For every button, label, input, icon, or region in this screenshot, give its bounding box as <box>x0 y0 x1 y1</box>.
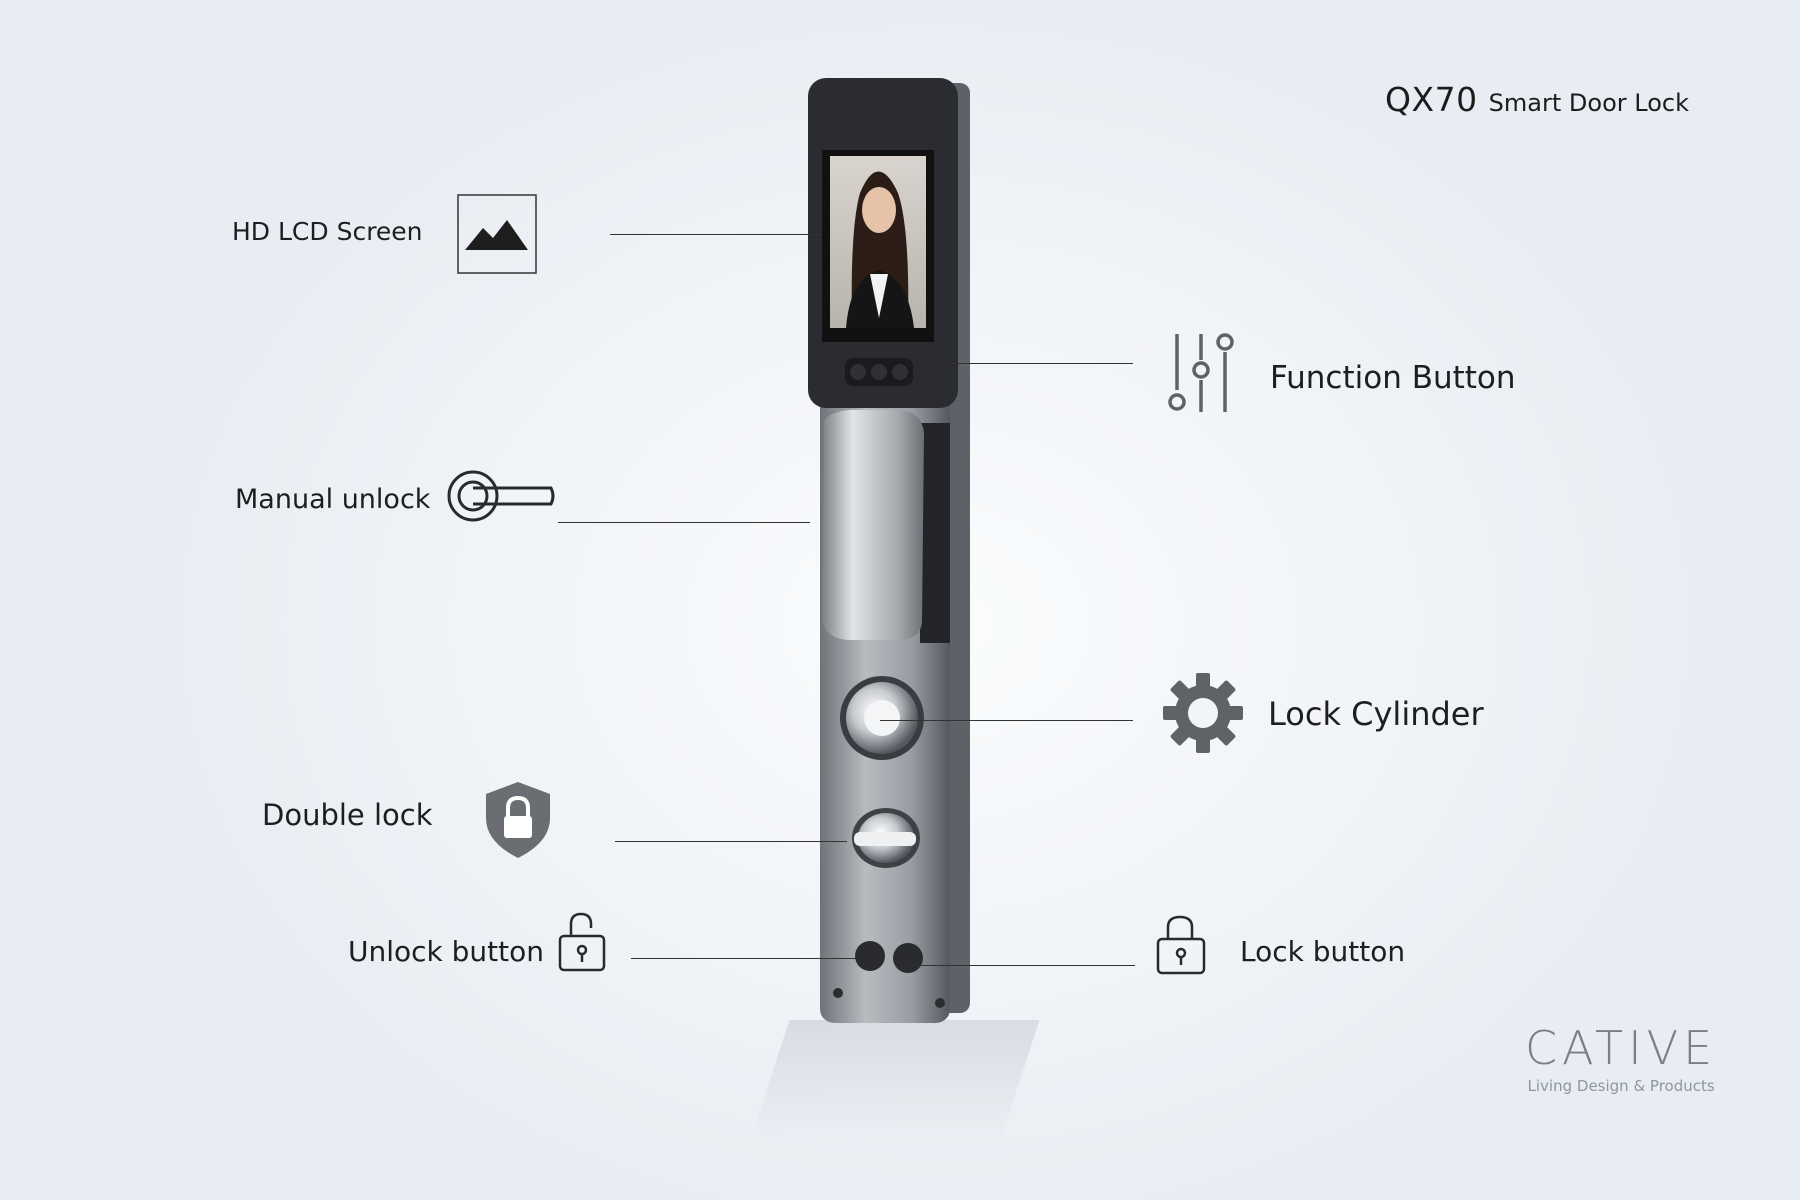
hd-lcd-screen-leader <box>610 234 822 235</box>
manual-unlock-label: Manual unlock <box>235 484 431 515</box>
brand-name: CATIVE <box>1525 1021 1718 1075</box>
sliders-icon <box>1165 330 1235 415</box>
lock-button-leader <box>910 965 1135 966</box>
unlock-button-leader <box>631 958 856 959</box>
function-button-label: Function Button <box>1270 360 1516 396</box>
double-lock-label: Double lock <box>262 798 433 832</box>
unlock-button-label: Unlock button <box>348 935 545 968</box>
door-lock-device <box>790 78 1010 1042</box>
padlock-open-icon <box>557 910 609 974</box>
gear-icon <box>1163 673 1243 753</box>
image-icon <box>457 194 537 274</box>
manual-unlock-leader <box>558 522 810 523</box>
product-title: QX70 Smart Door Lock <box>1385 80 1689 119</box>
door-handle-icon <box>447 468 557 528</box>
double-lock-leader <box>615 841 847 842</box>
model-name: QX70 <box>1385 80 1478 119</box>
function-button-leader <box>950 363 1133 364</box>
lock-cylinder-leader <box>880 720 1133 721</box>
brand-tagline: Living Design & Products <box>1527 1077 1715 1095</box>
product-name: Smart Door Lock <box>1488 89 1689 117</box>
shield-lock-icon <box>484 780 552 860</box>
brand-logo: CATIVE Living Design & Products <box>1525 1025 1717 1095</box>
padlock-closed-icon <box>1155 913 1207 977</box>
lock-button-label: Lock button <box>1240 935 1406 968</box>
hd-lcd-screen-label: HD LCD Screen <box>232 217 423 246</box>
lock-cylinder-label: Lock Cylinder <box>1268 695 1484 733</box>
